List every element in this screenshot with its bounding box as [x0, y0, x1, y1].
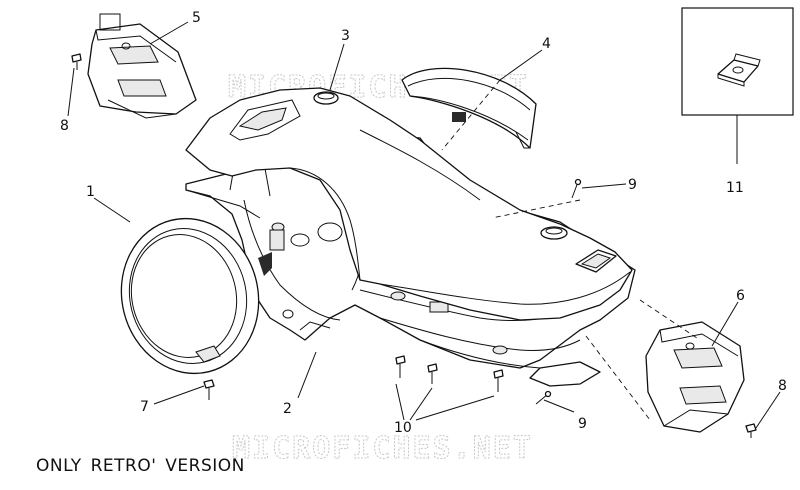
screw-8-left: [71, 53, 82, 70]
callout-9-upper: 9: [628, 177, 637, 193]
watermark-bottom: MICROFICHES.NET: [232, 431, 533, 466]
callout-2: 2: [283, 401, 292, 417]
callout-1: 1: [86, 184, 95, 200]
switch-bracket-left: [87, 13, 197, 119]
callout-10: 10: [394, 420, 412, 436]
callout-5: 5: [192, 10, 201, 26]
callout-9-lower: 9: [578, 416, 587, 432]
callout-8-right: 8: [778, 378, 787, 394]
callout-11: 11: [726, 180, 744, 196]
screw-9-upper: [571, 178, 582, 199]
screw-9-lower: [535, 390, 552, 405]
speedometer-ring: [401, 67, 537, 149]
screw-7: [203, 379, 215, 400]
version-note: ONLY RETRO' VERSION: [36, 456, 245, 476]
switch-bracket-right: [645, 321, 745, 433]
screw-8-right: [745, 423, 757, 438]
part-11-inset: [681, 7, 794, 116]
callout-6: 6: [736, 288, 745, 304]
callout-8-left: 8: [60, 118, 69, 134]
screws-10: [395, 355, 504, 392]
callout-7: 7: [140, 399, 149, 415]
headlight-ring: [120, 217, 260, 375]
callout-3: 3: [341, 28, 350, 44]
callout-4: 4: [542, 36, 551, 52]
handlebar-cover-upper: [185, 87, 633, 321]
